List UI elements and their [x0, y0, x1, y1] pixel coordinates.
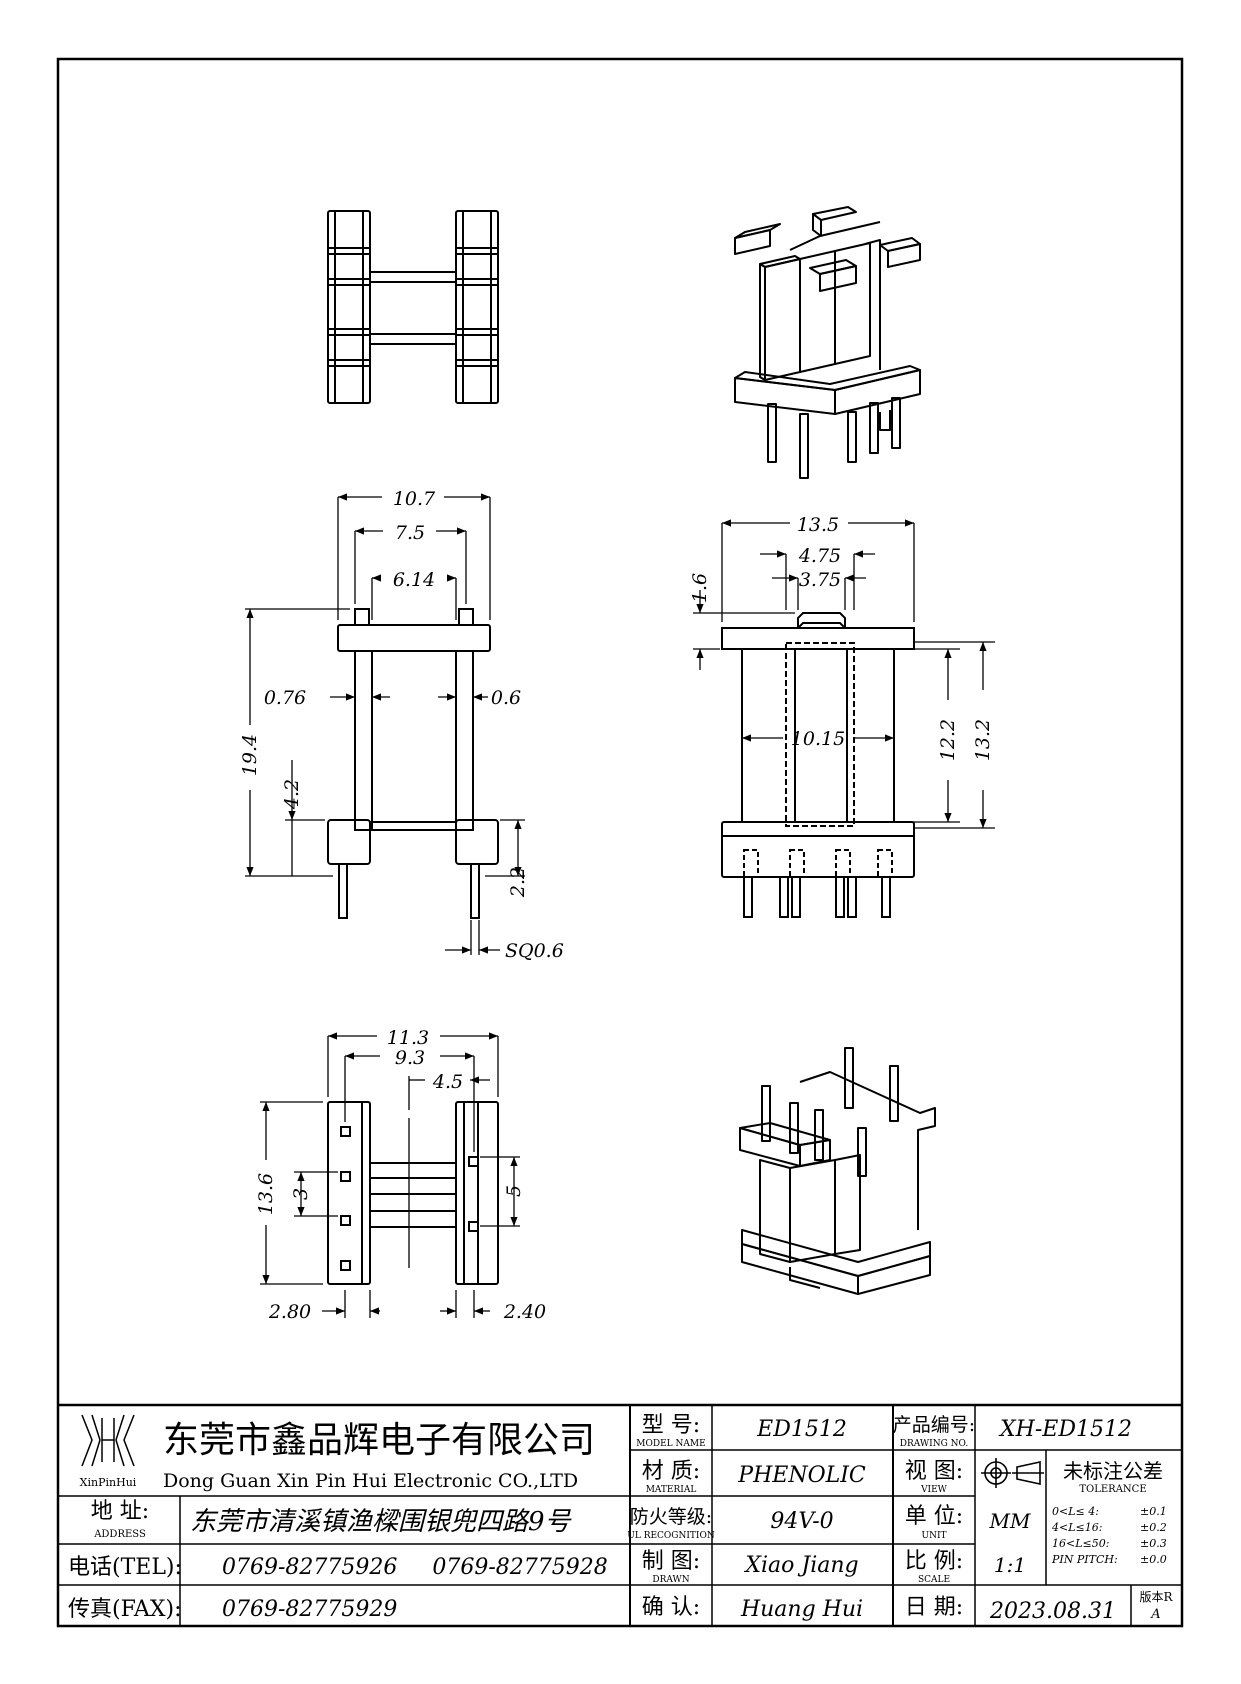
drawn-label-en: DRAWN: [652, 1575, 689, 1585]
projection-symbol-icon: [981, 1458, 1044, 1488]
model-value: ED1512: [756, 1417, 847, 1442]
dim-front-pin-length: 2.2: [507, 867, 529, 898]
dim-bottom-pitch-right: 5: [503, 1185, 525, 1197]
dim-bottom-offset-left: 2.80: [268, 1301, 311, 1323]
logo-text: XinPinHui: [80, 1476, 137, 1489]
material-label: 材 质:: [642, 1459, 700, 1484]
ul-label-en: UL RECOGNITION: [627, 1531, 715, 1541]
tolerance-value-2: ±0.3: [1140, 1537, 1167, 1550]
dim-bottom-length-overall: 13.6: [255, 1173, 277, 1215]
dim-front-base-height: 4.2: [281, 779, 303, 810]
side-view-dimensions: [693, 519, 995, 829]
tolerance-range-2: 16<L≤50:: [1052, 1537, 1109, 1550]
tolerance-range-3: PIN PITCH:: [1051, 1553, 1118, 1566]
scale-label-en: SCALE: [918, 1575, 950, 1585]
front-view: [327, 608, 499, 919]
isometric-view-top: [734, 206, 921, 479]
revision-value: A: [1150, 1607, 1160, 1622]
front-view-dimensions: [245, 493, 525, 955]
dim-front-height-total: 19.4: [239, 734, 261, 776]
bottom-view-labels: 11.3 9.3 4.5 13.6 3 5 2.80 2.40: [255, 1027, 546, 1323]
tolerance-value-0: ±0.1: [1140, 1505, 1167, 1518]
side-view-labels: 13.5 4.75 3.75 1.6 10.15 12.2 13.2: [689, 514, 994, 761]
tolerance-range-1: 4<L≤16:: [1051, 1521, 1102, 1534]
drawing-no-value: XH-ED1512: [998, 1417, 1132, 1442]
tel-label: 电话(TEL):: [68, 1555, 182, 1580]
check-label: 确 认:: [642, 1595, 700, 1620]
ul-label: 防火等级:: [630, 1506, 712, 1528]
scale-label: 比 例:: [905, 1549, 963, 1574]
top-view: [327, 210, 499, 404]
bottom-view: [327, 1101, 499, 1285]
dim-bottom-width-overall: 11.3: [387, 1027, 429, 1049]
drawn-value: Xiao Jiang: [743, 1553, 858, 1578]
address-label-en: ADDRESS: [93, 1529, 146, 1540]
dim-front-wall-left: 0.76: [264, 687, 306, 709]
sheet-border: [56, 57, 1184, 1628]
tolerance-title: 未标注公差: [1063, 1459, 1163, 1483]
dim-side-width-overall: 13.5: [797, 514, 839, 536]
model-label-en: MODEL NAME: [636, 1439, 705, 1449]
address-label: 地 址:: [91, 1499, 149, 1524]
dim-front-pin-size: SQ0.6: [505, 940, 564, 962]
fax-label: 传真(FAX):: [68, 1597, 181, 1622]
side-view: [721, 612, 915, 918]
check-value: Huang Hui: [740, 1597, 863, 1622]
dim-side-slot-inner: 3.75: [799, 569, 841, 591]
view-label-en: VIEW: [920, 1485, 948, 1495]
dim-side-slot-outer: 4.75: [798, 545, 841, 567]
drawn-label: 制 图:: [642, 1549, 700, 1574]
revision-label: 版本R: [1139, 1590, 1173, 1604]
dim-side-flange-top: 1.6: [689, 573, 711, 603]
dim-bottom-half-span: 4.5: [432, 1071, 463, 1093]
tolerance-title-en: TOLERANCE: [1079, 1484, 1146, 1495]
material-label-en: MATERIAL: [646, 1485, 697, 1495]
dim-bottom-offset-right: 2.40: [503, 1301, 546, 1323]
isometric-view-bottom: [739, 1047, 936, 1295]
dim-front-width-inner: 7.5: [395, 522, 425, 544]
title-block-grid: [58, 1403, 1182, 1626]
company-name-cn: 东莞市鑫品辉电子有限公司: [163, 1420, 595, 1461]
view-label: 视 图:: [905, 1459, 963, 1484]
unit-label: 单 位:: [905, 1504, 963, 1529]
tel-value: 0769-82775926 0769-82775928: [222, 1555, 608, 1580]
dim-front-width-overall: 10.7: [393, 488, 436, 510]
address-value: 东莞市清溪镇渔樑围银兜四路9号: [190, 1507, 573, 1537]
dim-side-body-height: 13.2: [972, 719, 994, 761]
date-label: 日 期:: [905, 1595, 963, 1620]
dim-bottom-pin-row-span: 9.3: [395, 1047, 425, 1069]
model-label: 型 号:: [642, 1413, 700, 1438]
company-logo: [81, 1414, 135, 1467]
dim-side-window-height: 12.2: [937, 719, 959, 761]
scale-value: 1:1: [994, 1553, 1026, 1577]
tolerance-range-0: 0<L≤ 4:: [1052, 1505, 1099, 1518]
dim-bottom-pitch-left: 3: [290, 1188, 312, 1200]
dim-side-core-width: 10.15: [791, 728, 845, 750]
company-name-en: Dong Guan Xin Pin Hui Electronic CO.,LTD: [163, 1470, 578, 1492]
unit-label-en: UNIT: [921, 1531, 946, 1541]
date-value: 2023.08.31: [989, 1599, 1116, 1624]
front-view-labels: 10.7 7.5 6.14 0.76 0.6 19.4 4.2 2.2 SQ0.…: [239, 488, 564, 962]
dim-front-width-core: 6.14: [393, 569, 435, 591]
unit-value: MM: [989, 1509, 1031, 1533]
ul-value: 94V-0: [770, 1509, 833, 1534]
bottom-view-dimensions: [260, 1032, 520, 1318]
material-value: PHENOLIC: [737, 1463, 866, 1488]
fax-value: 0769-82775929: [222, 1597, 397, 1622]
drawing-no-label: 产品编号:: [893, 1414, 975, 1436]
tolerance-value-1: ±0.2: [1140, 1521, 1167, 1534]
dim-front-wall-right: 0.6: [491, 687, 521, 709]
drawing-no-label-en: DRAWING NO.: [900, 1439, 969, 1449]
tolerance-value-3: ±0.0: [1140, 1553, 1167, 1566]
